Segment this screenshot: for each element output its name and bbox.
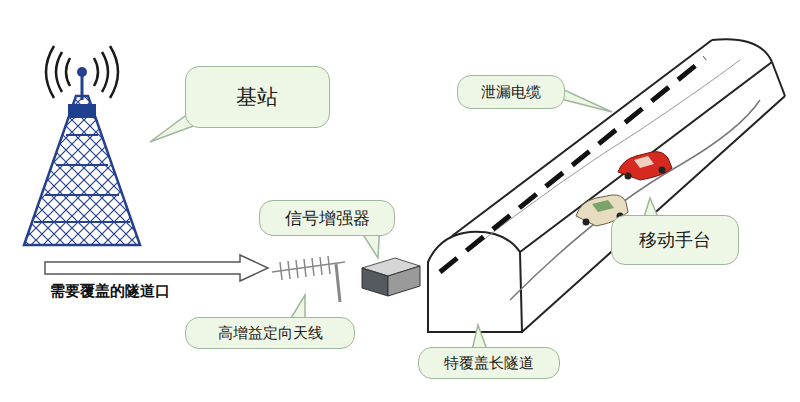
signal-booster: [362, 258, 420, 296]
callout-bubble: 信号增强器: [259, 200, 395, 236]
tunnel: [428, 39, 785, 332]
directional-antenna: [272, 256, 345, 302]
callout-text: 信号增强器: [285, 207, 370, 230]
direction-arrow: [45, 255, 268, 281]
callout-text: 移动手台: [639, 228, 711, 252]
callout-bubble: 高增益定向天线: [185, 317, 355, 349]
callout-text: 特覆盖长隧道: [444, 354, 534, 373]
tower: [24, 67, 140, 245]
callout-tail: [150, 88, 660, 358]
callout-text: 高增益定向天线: [218, 324, 323, 343]
note-label: 需要覆盖的隧道口: [50, 282, 170, 301]
callout-bubble: 特覆盖长隧道: [418, 347, 560, 379]
car: [618, 152, 672, 180]
callout-text: 泄漏电缆: [481, 83, 541, 102]
callout-bubble: 基站: [185, 66, 330, 128]
callout-bubble: 泄漏电缆: [457, 75, 565, 109]
callout-bubble: 移动手台: [611, 215, 739, 265]
callout-text: 基站: [236, 83, 278, 111]
